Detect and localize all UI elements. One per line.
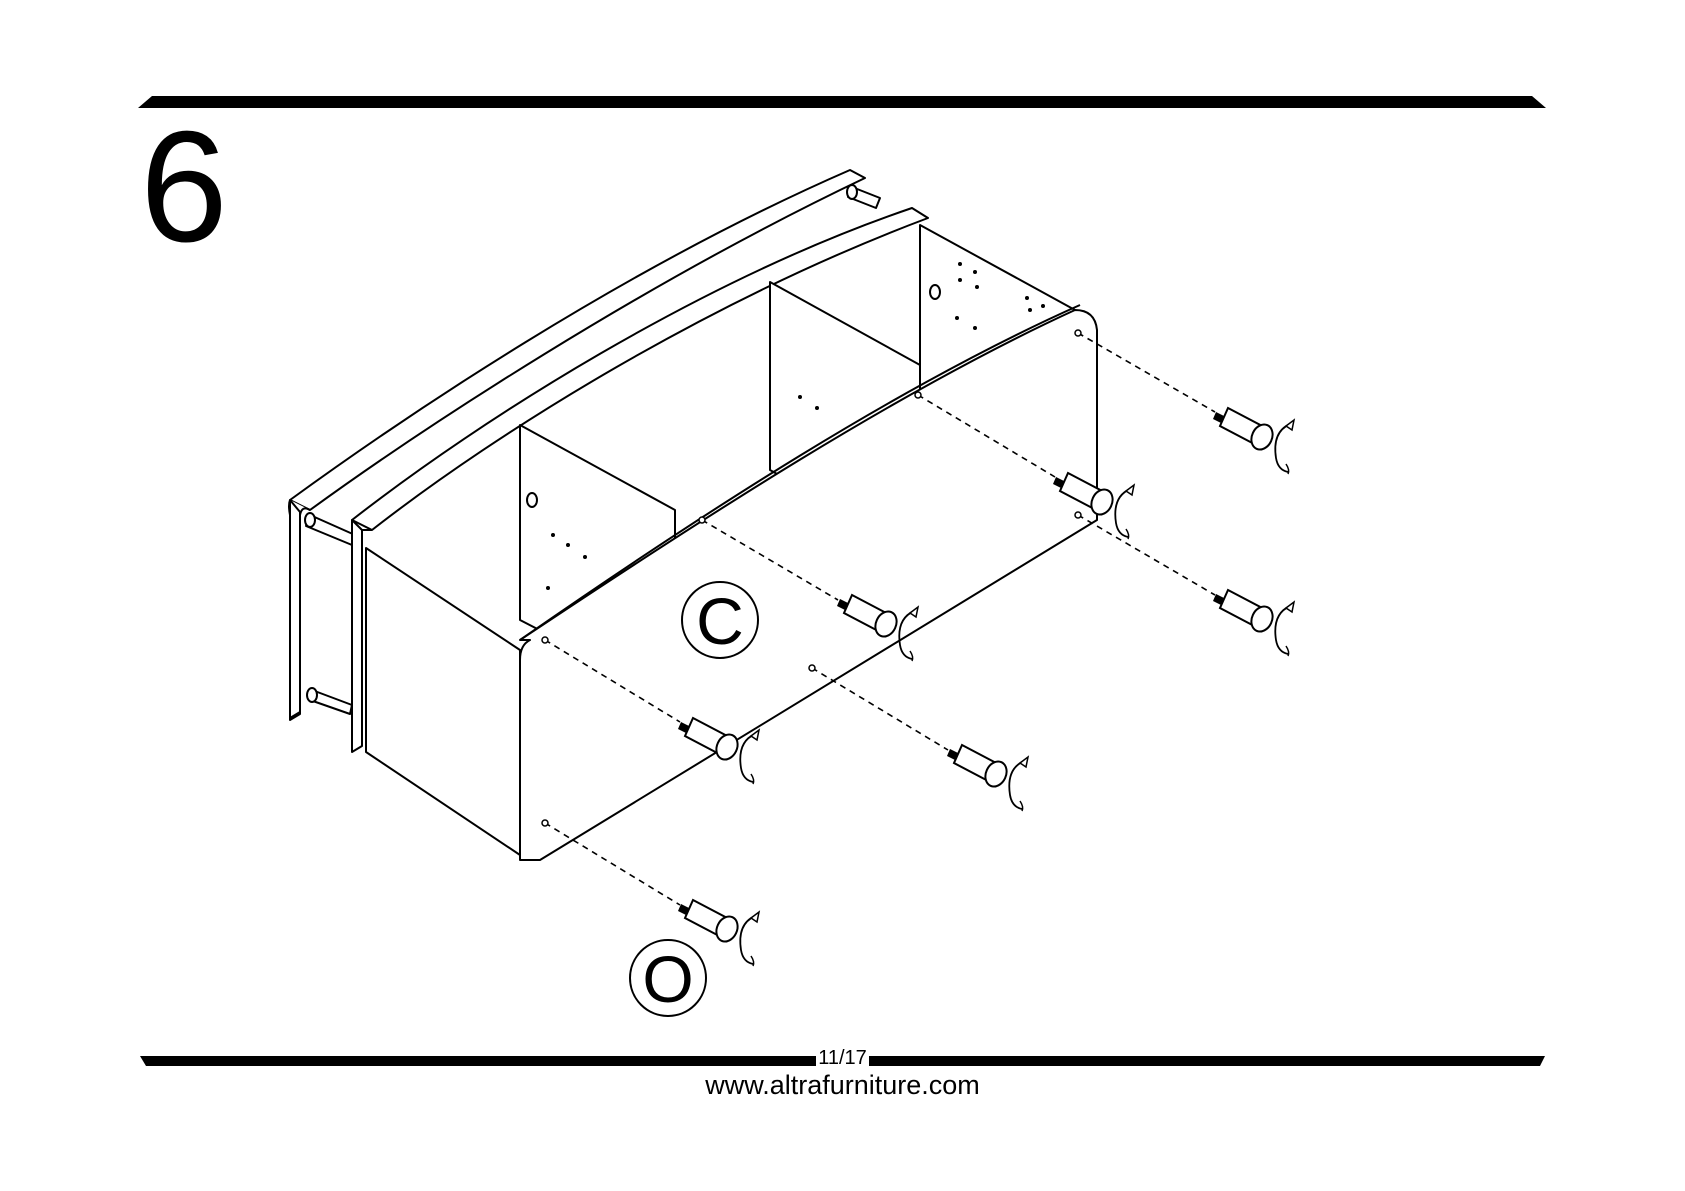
page-number: 11/17 <box>0 1047 1685 1069</box>
website-url: www.altrafurniture.com <box>0 1070 1685 1100</box>
cam-bolt-icon <box>1213 590 1294 656</box>
part-label-c-text: C <box>696 584 744 658</box>
cam-bolt-icon <box>1213 408 1294 474</box>
part-label-o-text: O <box>642 942 693 1016</box>
cam-bolt-icon <box>947 745 1028 811</box>
page-number-text: 11/17 <box>816 1047 869 1069</box>
part-label-o: O <box>630 940 706 1016</box>
part-label-c: C <box>682 582 758 658</box>
